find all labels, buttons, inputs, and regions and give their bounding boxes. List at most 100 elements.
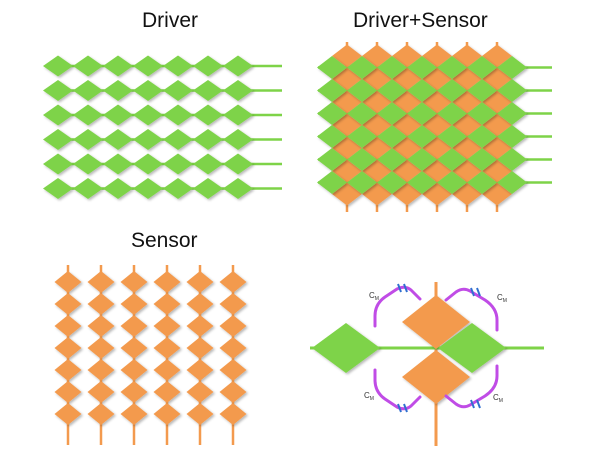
sensor-diamond [153, 359, 181, 381]
cm-label-top-right: CM [497, 293, 507, 304]
driver-diamond [497, 148, 527, 171]
driver-sensor-pattern [317, 42, 552, 212]
sensor-diamond [186, 293, 214, 315]
driver-diamond [223, 104, 253, 126]
driver-diamond [317, 79, 347, 102]
sensor-diamond [120, 381, 148, 403]
driver-diamond [407, 79, 437, 102]
driver-diamond [467, 79, 497, 102]
driver-diamond [377, 56, 407, 79]
sensor-diamond [153, 293, 181, 315]
sensor-diamond [186, 337, 214, 359]
capacitor-top-right [470, 287, 481, 297]
sensor-diamond [87, 359, 115, 381]
cm-label-bottom-right: CM [493, 393, 503, 404]
driver-diamond [437, 102, 467, 125]
sensor-diamond [153, 403, 181, 425]
driver-diamond [437, 79, 467, 102]
capacitor-top-left [397, 283, 408, 293]
driver-diamond [377, 102, 407, 125]
driver-diamond [163, 178, 193, 199]
driver-diamond [467, 171, 497, 194]
driver-diamond [407, 56, 437, 79]
cm-label-top-left: CM [369, 291, 379, 302]
driver-diamond [317, 56, 347, 79]
sensor-diamond [54, 403, 82, 425]
driver-diamond [497, 56, 527, 79]
sensor-diamond [186, 359, 214, 381]
sensor-diamond [54, 293, 82, 315]
capacitor-bottom-left [397, 403, 408, 413]
sensor-diamond [219, 315, 247, 337]
sensor-diamond [186, 381, 214, 403]
driver-diamond [43, 104, 73, 126]
capacitor-plate [470, 287, 475, 297]
driver-diamond [103, 153, 133, 175]
driver-diamond [467, 125, 497, 148]
sensor-diamond [186, 315, 214, 337]
driver-diamond [347, 171, 377, 194]
sensor-diamond [219, 403, 247, 425]
capacitance-link-top-right [444, 287, 499, 332]
sensor-diamond [87, 381, 115, 403]
capacitor-bottom-right [470, 399, 481, 409]
sensor-diamond [120, 271, 148, 293]
driver-diamond [163, 129, 193, 150]
sensor-diamond [120, 315, 148, 337]
cm-label-bottom-left: CM [364, 391, 374, 402]
capacitor-plate [476, 287, 481, 297]
capacitor-plate [476, 399, 481, 409]
driver-diamond [103, 55, 133, 77]
driver-diamond [103, 178, 133, 199]
sensor-diamond [120, 293, 148, 315]
driver-diamond [43, 55, 73, 77]
sensor-diamond [87, 315, 115, 337]
sensor-diamond [186, 271, 214, 293]
sensor-electrode-bottom [402, 350, 470, 404]
driver-diamond [347, 56, 377, 79]
driver-diamond [407, 148, 437, 171]
driver-diamond [103, 129, 133, 150]
driver-diamond [163, 55, 193, 77]
sensor-diamond [87, 271, 115, 293]
driver-electrode-right [438, 323, 506, 373]
sensor-diamond [219, 271, 247, 293]
capacitance-link-bottom-left [373, 368, 422, 411]
driver-diamond [103, 80, 133, 101]
driver-diamond [317, 171, 347, 194]
driver-diamond [193, 80, 223, 101]
driver-diamond [193, 178, 223, 199]
driver-diamond [407, 171, 437, 194]
driver-diamond [347, 148, 377, 171]
driver-diamond [377, 148, 407, 171]
sensor-diamond [54, 315, 82, 337]
driver-diamond [73, 178, 103, 199]
sensor-diamond [219, 337, 247, 359]
driver-diamond [73, 80, 103, 101]
sensor-diamond [87, 403, 115, 425]
capacitor-plate [403, 403, 408, 413]
driver-diamond [347, 102, 377, 125]
sensor-diamond [186, 403, 214, 425]
sensor-diamond [87, 337, 115, 359]
driver-diamond [193, 55, 223, 77]
driver-diamond [73, 153, 103, 175]
driver-diamond [133, 153, 163, 175]
driver-diamond [223, 153, 253, 175]
driver-diamond [223, 80, 253, 101]
driver-diamond [163, 153, 193, 175]
driver-diamond [163, 80, 193, 101]
driver-diamond [407, 102, 437, 125]
sensor-diamond [54, 337, 82, 359]
driver-diamond [73, 55, 103, 77]
driver-diamond [317, 102, 347, 125]
driver-diamond [467, 56, 497, 79]
capacitor-plate [470, 399, 475, 409]
sensor-diamond [153, 315, 181, 337]
driver-diamond [133, 55, 163, 77]
driver-diamond [437, 171, 467, 194]
driver-diamond [223, 55, 253, 77]
driver-diamond [43, 129, 73, 150]
driver-diamond [223, 129, 253, 150]
